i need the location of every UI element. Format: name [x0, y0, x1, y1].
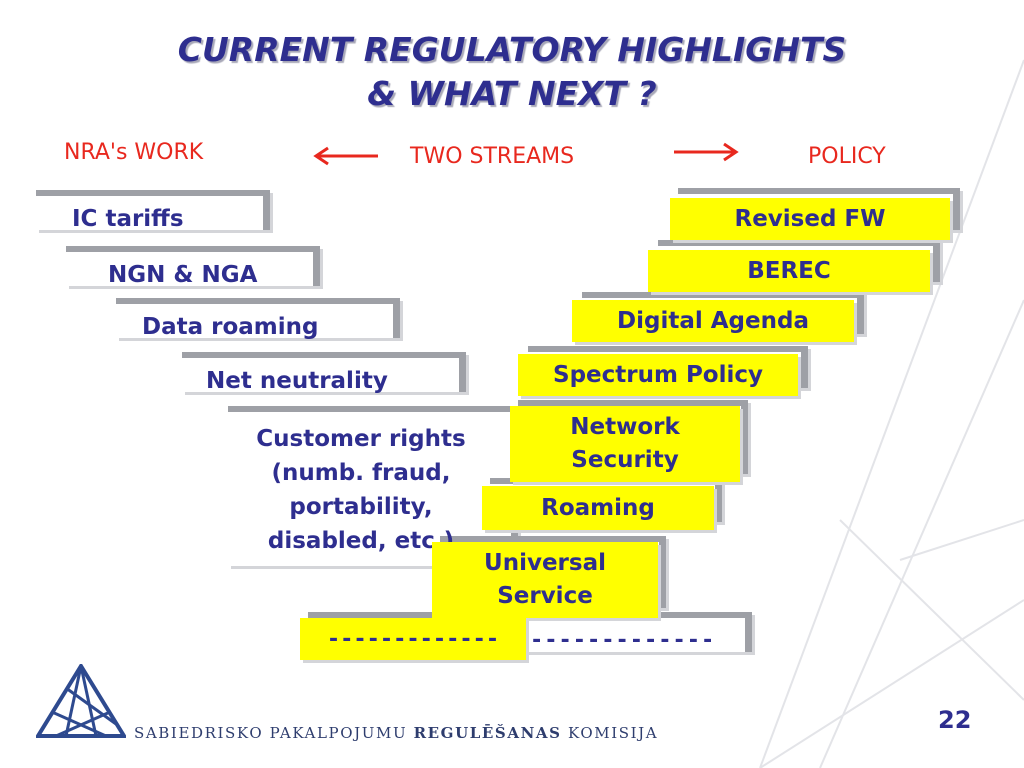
title-line-2: & WHAT NEXT ?: [367, 74, 657, 113]
policy-item-universal-service: Universal Service: [432, 542, 658, 618]
spk-logo-icon: [36, 664, 126, 738]
policy-item-roaming: Roaming: [482, 486, 714, 530]
policy-item-berec: BEREC: [648, 250, 930, 292]
customer-rights-line: Customer rights: [256, 426, 466, 452]
policy-item-revised-fw: Revised FW: [670, 198, 950, 240]
organization-name: SABIEDRISKO PAKALPOJUMU REGULĒŠANAS KOMI…: [134, 724, 658, 742]
nra-item-customer-rights: Customer rights (numb. fraud, portabilit…: [216, 422, 506, 558]
nra-item-data-roaming: Data roaming: [142, 314, 319, 340]
org-name-part: REGULĒŠANAS: [413, 724, 562, 742]
page-number: 22: [938, 706, 972, 734]
policy-header: POLICY: [808, 144, 886, 169]
nra-item-net-neutrality: Net neutrality: [206, 368, 388, 394]
nra-item-ngn-nga: NGN & NGA: [108, 262, 258, 288]
bottom-dashes-right: -------------: [530, 628, 716, 653]
step-bar: [116, 298, 400, 338]
policy-item-network-security: Network Security: [510, 406, 740, 482]
step-bar: [36, 190, 270, 230]
org-name-part: KOMISIJA: [567, 724, 659, 742]
org-name-part: SABIEDRISKO PAKALPOJUMU: [134, 724, 408, 742]
customer-rights-line: portability,: [289, 494, 433, 520]
left-arrow-icon: [313, 146, 378, 166]
step-bar: [182, 352, 466, 392]
step-bar: [66, 246, 320, 286]
bottom-dashes-box: -------------: [300, 618, 526, 660]
nra-item-ic-tariffs: IC tariffs: [72, 206, 184, 232]
policy-item-spectrum-policy: Spectrum Policy: [518, 354, 798, 396]
customer-rights-line: disabled, etc.): [267, 528, 455, 554]
title-line-1: CURRENT REGULATORY HIGHLIGHTS: [177, 30, 847, 69]
nra-work-header: NRA's WORK: [64, 140, 204, 165]
policy-item-digital-agenda: Digital Agenda: [572, 300, 854, 342]
customer-rights-line: (numb. fraud,: [271, 460, 451, 486]
slide-title: CURRENT REGULATORY HIGHLIGHTS & WHAT NEX…: [0, 28, 1024, 116]
right-arrow-icon: [674, 142, 739, 162]
two-streams-header: TWO STREAMS: [410, 144, 575, 169]
